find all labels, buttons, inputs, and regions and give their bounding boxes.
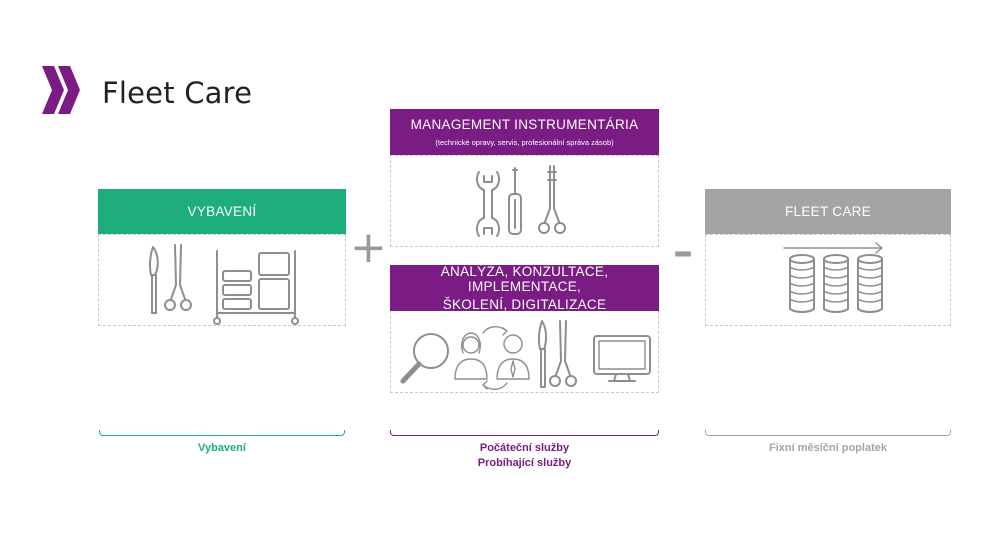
equipment-bracket [99, 430, 345, 436]
hemostat-icon [538, 165, 566, 234]
scalpel-icon [148, 246, 159, 314]
fleet-care-panel [705, 234, 951, 326]
management-panel [390, 155, 659, 247]
monitor-icon [593, 335, 651, 382]
chevron-logo-icon [42, 66, 80, 114]
analysis-header-line2: ŠKOLENÍ, DIGITALIZACE [442, 297, 607, 312]
forceps-icon [549, 320, 577, 387]
scalpel-icon [537, 320, 548, 388]
analysis-header-line1: ANALÝZA, KONZULTACE, IMPLEMENTACE, [440, 264, 609, 294]
equipment-header-label: VYBAVENÍ [187, 204, 257, 219]
plus-operator: + [350, 222, 387, 273]
equipment-footer-label: Vybavení [198, 442, 246, 454]
management-subheader: (technické opravy, servis, profesionální… [435, 138, 614, 147]
analysis-header: ANALÝZA, KONZULTACE, IMPLEMENTACE, ŠKOLE… [390, 264, 659, 312]
wrench-icon [475, 171, 501, 237]
arrow-right-icon [783, 242, 883, 254]
instrument-cart-icon [213, 250, 299, 325]
minus-operator: – [673, 229, 693, 275]
female-consultant-icon [454, 332, 488, 380]
male-consultant-icon [496, 334, 530, 380]
forceps-icon [164, 244, 192, 311]
services-bracket [390, 430, 659, 436]
services-footer-line2: Probíhající služby [477, 457, 572, 469]
screwdriver-icon [508, 167, 522, 235]
magnifier-icon [400, 333, 449, 384]
fleet-care-header-label: FLEET CARE [784, 204, 872, 219]
analysis-panel [390, 311, 659, 393]
services-footer-line1: Počáteční služby [479, 442, 570, 454]
equipment-header: VYBAVENÍ [98, 189, 346, 234]
exchange-arrows-icon [482, 326, 508, 390]
page-title: Fleet Care [102, 76, 253, 110]
fleet-care-header: FLEET CARE [705, 189, 951, 234]
management-header: MANAGEMENT INSTRUMENTÁRIA (technické opr… [390, 109, 659, 155]
fee-bracket [705, 430, 951, 436]
fee-footer-label: Fixní měsíční poplatek [769, 442, 887, 454]
coin-stacks-icon [789, 254, 883, 313]
management-header-label: MANAGEMENT INSTRUMENTÁRIA [410, 117, 639, 132]
equipment-panel [98, 234, 346, 326]
